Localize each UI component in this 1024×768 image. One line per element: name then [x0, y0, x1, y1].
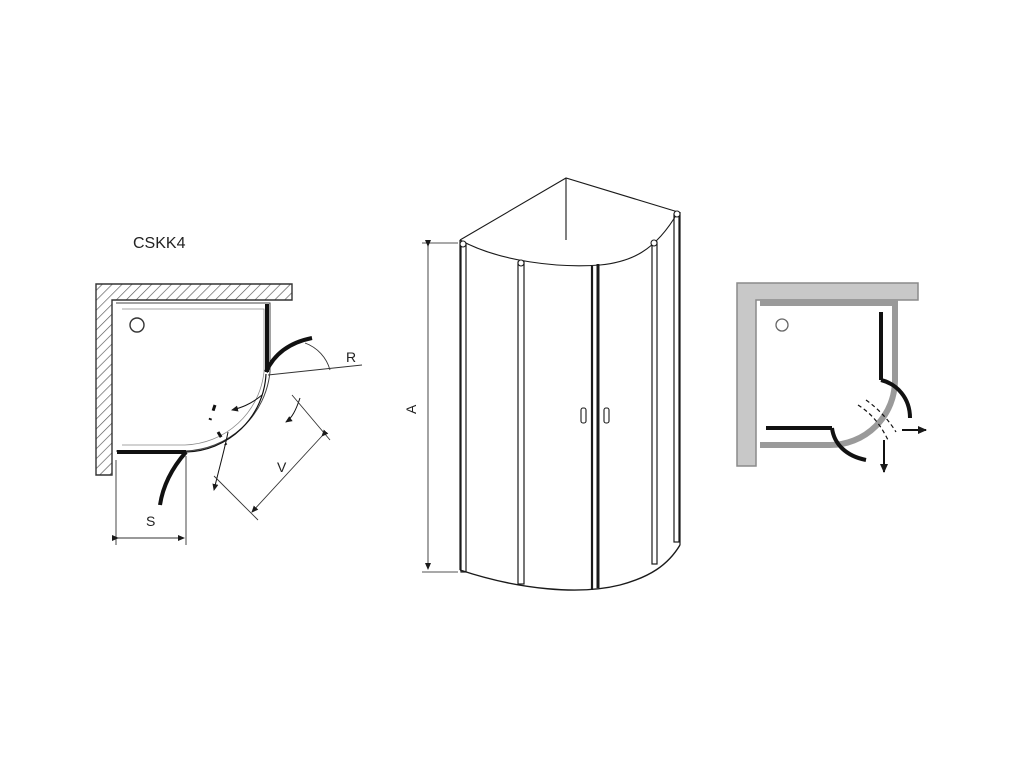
dim-v-ext2 — [213, 475, 259, 521]
drain-icon — [129, 317, 145, 333]
post-left — [460, 243, 467, 573]
model-label: CSKK4 — [133, 235, 186, 252]
radius-arc — [304, 342, 331, 371]
curved-arrow-icon — [212, 431, 229, 491]
drain-icon — [775, 318, 789, 332]
curved-arrow-icon — [285, 397, 301, 423]
dim-v-ext1 — [291, 394, 331, 441]
post-right — [673, 213, 680, 543]
enclosure-3d-view — [422, 177, 681, 591]
curved-arrow-icon — [231, 394, 263, 412]
post-mid-right — [651, 241, 658, 565]
dim-v-line — [251, 429, 329, 513]
width-label: S — [146, 513, 155, 529]
door-swing-dashed — [857, 399, 897, 441]
door-left-grey — [830, 427, 867, 462]
post-cap — [459, 240, 467, 248]
plan-view-left: CSKK4 R V S — [95, 235, 363, 545]
enclosure-top — [459, 177, 679, 267]
door-closed-arc — [185, 373, 267, 453]
radius-leader — [267, 364, 363, 376]
entry-label: V — [277, 459, 287, 475]
door-left-open — [158, 450, 188, 506]
tray-grey-frame — [736, 282, 919, 467]
height-label: A — [403, 404, 419, 414]
door-handle-left — [580, 407, 587, 424]
enclosure-bottom — [459, 544, 681, 591]
post-cap — [517, 259, 525, 267]
door-handle-right — [603, 407, 610, 424]
post-cap — [650, 239, 658, 247]
door-swing-dashed — [208, 404, 228, 446]
radius-label: R — [346, 349, 356, 365]
post-mid-left — [517, 261, 525, 585]
door-right-grey — [880, 378, 912, 419]
tray-outline-inner — [122, 308, 265, 446]
post-cap — [673, 210, 681, 218]
plan-view-right — [736, 282, 927, 473]
wall-hatched — [95, 283, 293, 476]
door-right-open — [264, 336, 313, 373]
